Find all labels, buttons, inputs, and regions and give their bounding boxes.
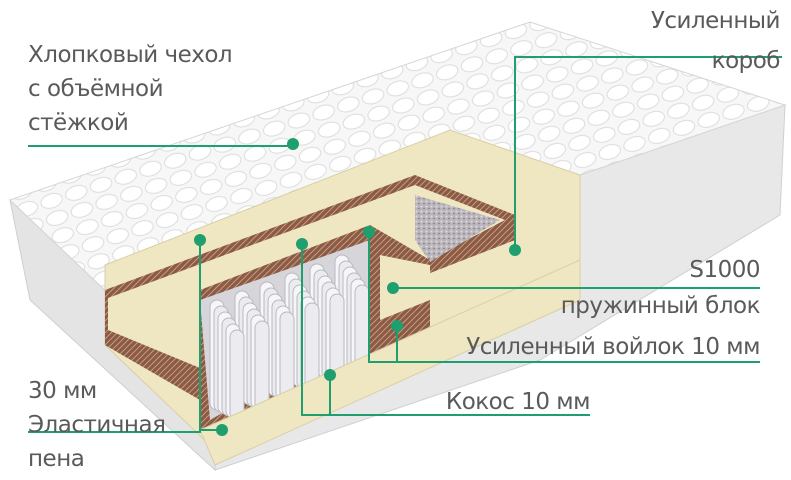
label-elastic-foam: 30 мм Эластичная пена bbox=[28, 374, 166, 476]
label-spring-block: S1000 пружинный блок bbox=[560, 253, 761, 323]
label-line: с объёмной bbox=[28, 76, 164, 102]
label-line: 30 мм bbox=[28, 378, 97, 404]
label-line: S1000 bbox=[689, 257, 760, 283]
marker-dot bbox=[509, 244, 521, 256]
label-cotton-cover: Хлопковый чехол с объёмной стёжкой bbox=[28, 38, 233, 140]
marker-dot bbox=[296, 238, 308, 250]
label-line: стёжкой bbox=[28, 110, 129, 136]
marker-dots bbox=[194, 138, 521, 436]
label-line: Хлопковый чехол bbox=[28, 42, 233, 68]
spring-block bbox=[209, 254, 370, 421]
marker-dot bbox=[216, 424, 228, 436]
label-coconut: Кокос 10 мм bbox=[445, 389, 591, 415]
leader-lines bbox=[28, 56, 782, 433]
marker-dot bbox=[387, 282, 399, 294]
label-line: Усиленный bbox=[650, 8, 781, 34]
spring-coil bbox=[254, 320, 270, 412]
marker-dot bbox=[363, 226, 375, 238]
label-line: пружинный блок bbox=[560, 293, 761, 319]
marker-dot bbox=[324, 369, 336, 381]
spring-coil bbox=[229, 329, 245, 421]
marker-dot bbox=[287, 138, 299, 150]
label-felt: Усиленный войлок 10 мм bbox=[466, 334, 760, 360]
label-line: Эластичная bbox=[28, 412, 166, 438]
label-reinforced-box: Усиленный короб bbox=[650, 4, 781, 78]
marker-dot bbox=[194, 234, 206, 246]
label-line: короб bbox=[711, 48, 781, 74]
marker-dot bbox=[391, 320, 403, 332]
label-line: пена bbox=[28, 446, 85, 472]
